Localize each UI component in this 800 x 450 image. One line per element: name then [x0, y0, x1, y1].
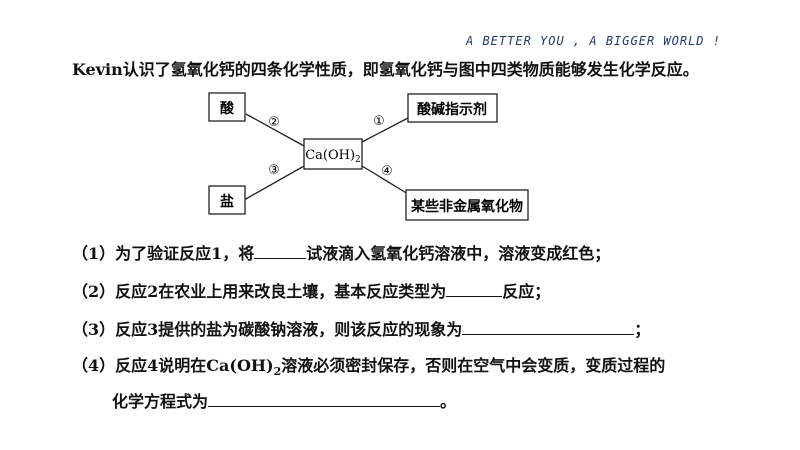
marker-3: ③	[268, 163, 280, 178]
indicator-box	[407, 93, 498, 123]
line-salt	[243, 165, 305, 201]
intro-text: Kevin认识了氢氧化钙的四条化学性质，即氢氧化钙与图中四类物质能够发生化学反应…	[72, 60, 699, 79]
question-4-line2: 化学方程式为 。	[112, 388, 456, 412]
q3-pre: （3）反应3提供的盐为碳酸钠溶液，则该反应的现象为	[72, 320, 463, 339]
q4-post: 溶液必须密封保存，否则在空气中会变质，变质过程的	[281, 356, 666, 375]
question-2: （2）反应2在农业上用来改良土壤，基本反应类型为 反应；	[72, 278, 550, 302]
q4-pre: （4）反应4说明在Ca(OH)	[72, 356, 274, 375]
marker-2: ②	[268, 115, 280, 130]
q4-line2-pre: 化学方程式为	[112, 392, 209, 411]
line-indicator	[361, 117, 409, 143]
oxide-label: 某些非金属氧化物	[411, 198, 523, 215]
slogan-text: A BETTER YOU , A BIGGER WORLD !	[466, 34, 721, 48]
salt-box	[208, 185, 246, 215]
q3-blank[interactable]	[462, 318, 635, 335]
q4-blank[interactable]	[208, 390, 441, 407]
q1-post: 试液滴入氢氧化钙溶液中，溶液变成红色；	[306, 244, 611, 263]
question-1: （1）为了验证反应1，将 试液滴入氢氧化钙溶液中，溶液变成红色；	[72, 240, 610, 264]
oxide-box	[405, 189, 529, 221]
q4-subscript: 2	[273, 365, 282, 379]
marker-1: ①	[373, 114, 385, 129]
marker-4: ④	[381, 164, 393, 179]
center-box	[303, 138, 363, 170]
center-label: Ca(OH)2	[305, 148, 361, 165]
salt-label: 盐	[220, 193, 234, 210]
q2-pre: （2）反应2在农业上用来改良土壤，基本反应类型为	[72, 282, 447, 301]
question-4: （4）反应4说明在Ca(OH)2溶液必须密封保存，否则在空气中会变质，变质过程的	[72, 352, 665, 378]
line-acid	[245, 113, 305, 147]
question-3: （3）反应3提供的盐为碳酸钠溶液，则该反应的现象为 ；	[72, 316, 650, 340]
q1-blank[interactable]	[254, 242, 307, 259]
line-oxide	[361, 165, 409, 195]
q2-blank[interactable]	[446, 280, 503, 297]
q4-line2-post: 。	[440, 392, 457, 411]
acid-label: 酸	[220, 100, 235, 117]
q1-pre: （1）为了验证反应1，将	[72, 244, 255, 263]
indicator-label: 酸碱指示剂	[417, 101, 487, 118]
q3-post: ；	[634, 320, 651, 339]
q2-post: 反应；	[502, 282, 551, 301]
acid-box	[208, 92, 246, 122]
